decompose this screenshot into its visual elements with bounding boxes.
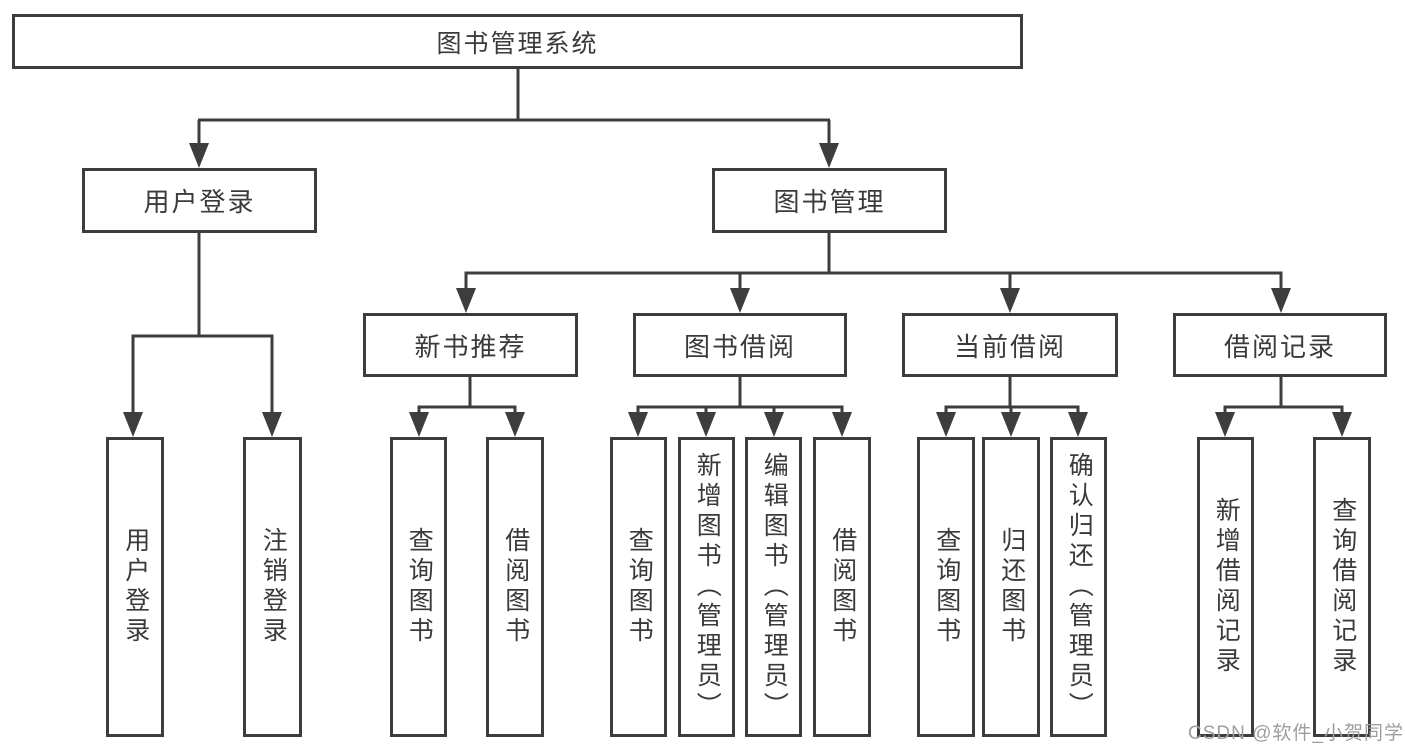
leaf-add-book-admin: 新增图书（管理员） bbox=[678, 437, 735, 737]
leaf-return-book: 归还图书 bbox=[982, 437, 1040, 737]
leaf-query-books-borrow-label: 查询图书 bbox=[625, 527, 654, 647]
node-user-login: 用户登录 bbox=[82, 168, 317, 233]
node-current-borrow: 当前借阅 bbox=[902, 313, 1118, 377]
leaf-logout: 注销登录 bbox=[243, 437, 302, 737]
leaf-add-borrow-record-label: 新增借阅记录 bbox=[1212, 497, 1241, 677]
node-current-borrow-label: 当前借阅 bbox=[953, 331, 1066, 362]
leaf-confirm-return-admin: 确认归还（管理员） bbox=[1050, 437, 1107, 737]
leaf-logout-label: 注销登录 bbox=[259, 527, 288, 647]
node-new-book-recommend: 新书推荐 bbox=[363, 313, 578, 377]
leaf-borrow-books-recommend-label: 借阅图书 bbox=[501, 527, 530, 647]
leaf-edit-book-admin: 编辑图书（管理员） bbox=[745, 437, 802, 737]
leaf-edit-book-admin-label: 编辑图书（管理员） bbox=[760, 452, 789, 722]
leaf-confirm-return-admin-label: 确认归还（管理员） bbox=[1065, 452, 1094, 722]
leaf-query-books-current-label: 查询图书 bbox=[932, 527, 961, 647]
leaf-user-login-label: 用户登录 bbox=[121, 527, 150, 647]
node-library-management-system-label: 图书管理系统 bbox=[436, 29, 599, 58]
leaf-query-books-borrow: 查询图书 bbox=[610, 437, 667, 737]
node-user-login-label: 用户登录 bbox=[143, 187, 256, 217]
leaf-query-books-current: 查询图书 bbox=[917, 437, 975, 737]
leaf-borrow-books: 借阅图书 bbox=[813, 437, 871, 737]
leaf-query-books-recommend-label: 查询图书 bbox=[405, 527, 434, 647]
node-book-borrow: 图书借阅 bbox=[633, 313, 847, 377]
leaf-query-books-recommend: 查询图书 bbox=[390, 437, 447, 737]
leaf-borrow-books-recommend: 借阅图书 bbox=[486, 437, 544, 737]
leaf-borrow-books-label: 借阅图书 bbox=[828, 527, 857, 647]
csdn-watermark: CSDN @软件_小贺同学 bbox=[1188, 723, 1404, 744]
node-borrow-records: 借阅记录 bbox=[1173, 313, 1387, 377]
node-borrow-records-label: 借阅记录 bbox=[1223, 331, 1336, 362]
node-book-management: 图书管理 bbox=[712, 168, 947, 233]
node-book-borrow-label: 图书借阅 bbox=[683, 331, 796, 362]
leaf-add-borrow-record: 新增借阅记录 bbox=[1197, 437, 1254, 737]
node-book-management-label: 图书管理 bbox=[773, 187, 886, 217]
node-library-management-system: 图书管理系统 bbox=[12, 14, 1023, 69]
leaf-query-borrow-record-label: 查询借阅记录 bbox=[1328, 497, 1357, 677]
leaf-add-book-admin-label: 新增图书（管理员） bbox=[693, 452, 722, 722]
leaf-user-login: 用户登录 bbox=[106, 437, 164, 737]
leaf-query-borrow-record: 查询借阅记录 bbox=[1313, 437, 1371, 737]
node-new-book-recommend-label: 新书推荐 bbox=[414, 331, 527, 362]
leaf-return-book-label: 归还图书 bbox=[997, 527, 1026, 647]
